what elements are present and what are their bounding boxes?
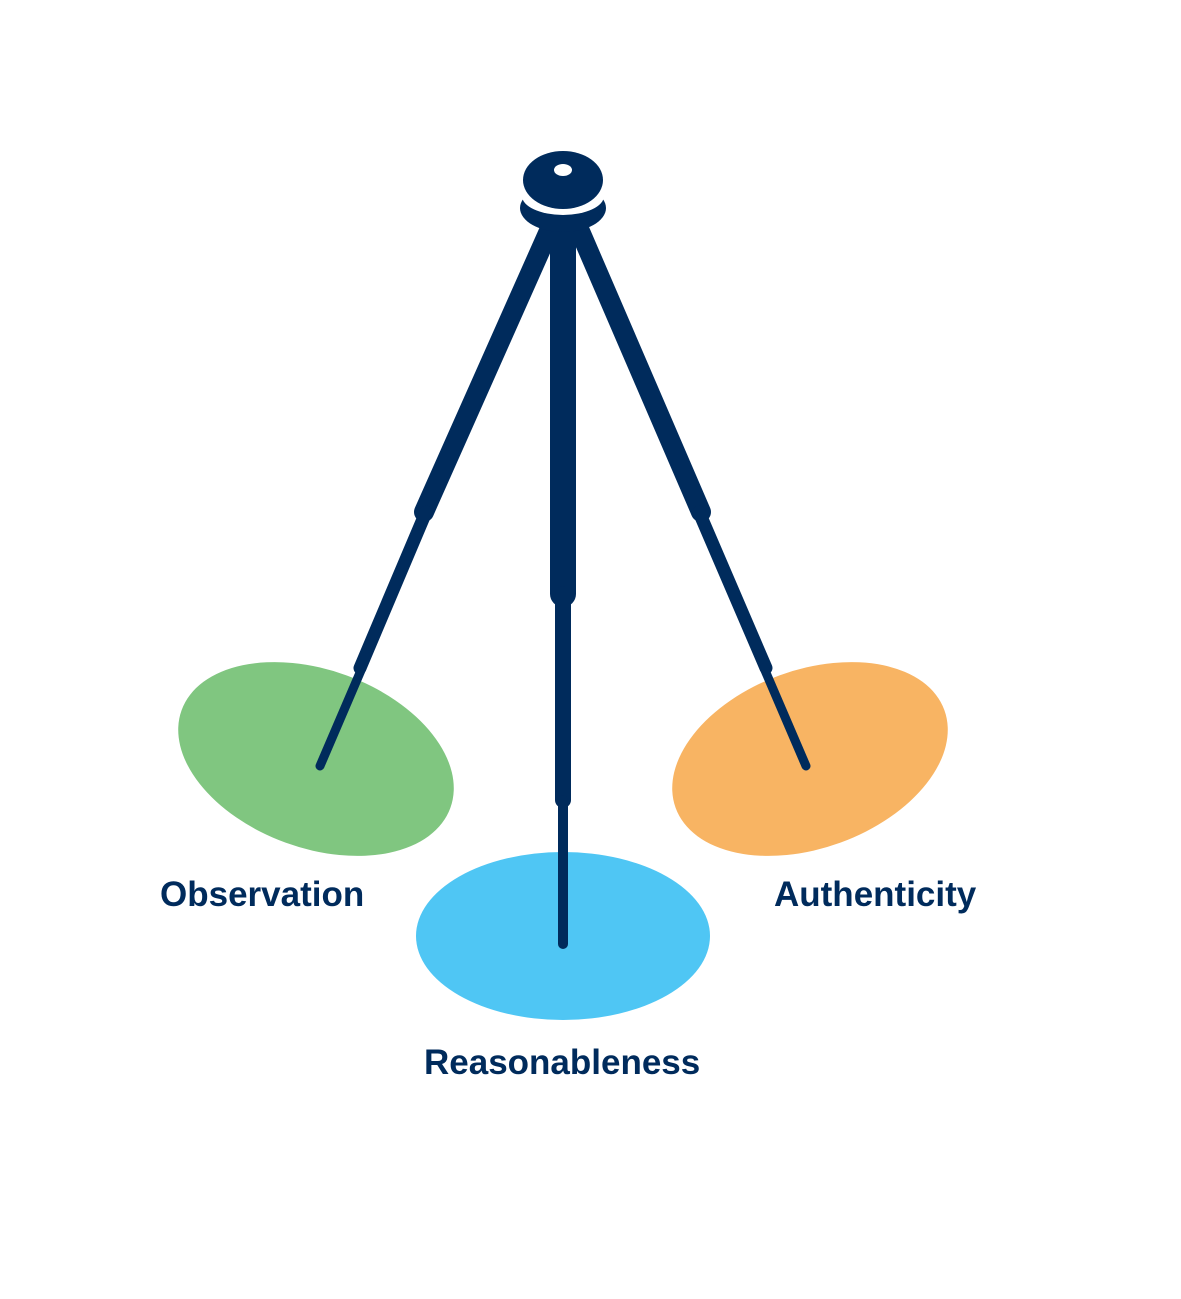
tripod-head-top	[523, 151, 603, 209]
tripod-right-leg-middle	[692, 505, 773, 675]
label-authenticity: Authenticity	[774, 875, 977, 914]
observation-ellipse	[178, 662, 454, 856]
tripod-left-leg-middle	[353, 505, 433, 675]
tripod-head-mount-hole	[554, 164, 572, 176]
label-observation: Observation	[160, 875, 364, 914]
tripod-icon	[315, 151, 811, 949]
label-reasonableness: Reasonableness	[424, 1043, 700, 1082]
tripod-right-leg-lower	[759, 663, 811, 771]
tripod-right-leg-upper	[566, 212, 711, 522]
tripod-left-leg-upper	[414, 212, 563, 522]
tripod-left-leg-lower	[315, 663, 367, 771]
authenticity-ellipse	[672, 662, 948, 856]
